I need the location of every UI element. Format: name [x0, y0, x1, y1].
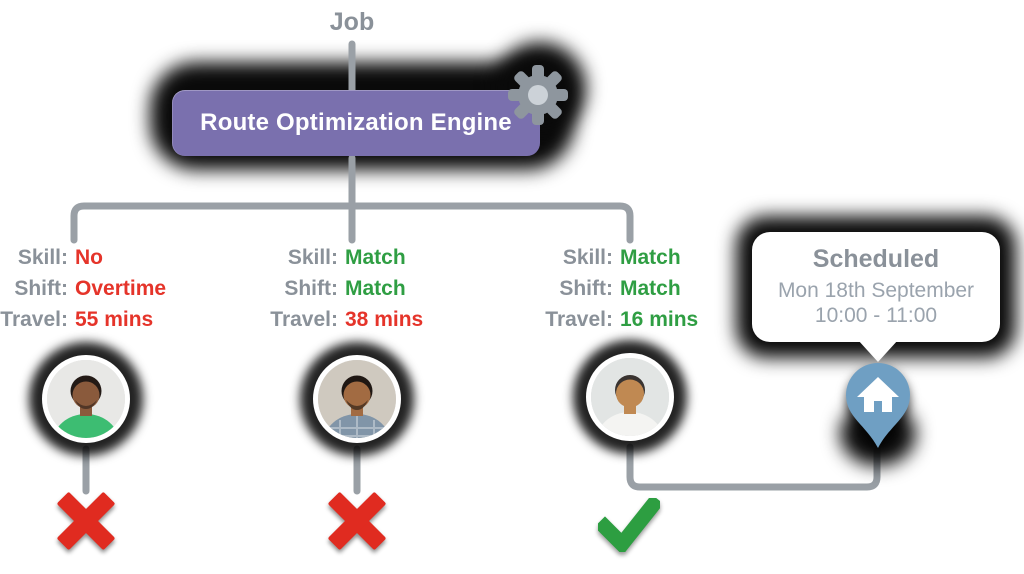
shift-value: Match: [620, 277, 681, 300]
candidate-1-avatar: [42, 355, 130, 443]
skill-value: Match: [345, 246, 406, 269]
scheduled-time: 10:00 - 11:00: [814, 304, 938, 327]
technician-1-photo: [47, 360, 125, 438]
shift-value: Overtime: [75, 277, 167, 300]
shift-label: Shift:: [14, 277, 68, 300]
candidate-2-attributes: Skill: Match Shift: Match Travel: 38 min…: [270, 245, 460, 332]
branch-bar-line: [70, 202, 634, 244]
check-icon: [598, 498, 660, 552]
job-label: Job: [329, 8, 375, 36]
skill-label: Skill:: [17, 246, 68, 269]
candidate-2-shift-row: Shift: Match: [270, 276, 460, 301]
scheduled-card: Scheduled Mon 18th September 10:00 - 11:…: [752, 232, 1000, 342]
candidate-2-avatar: [313, 355, 401, 443]
candidate-1-shift-row: Shift: Overtime: [0, 276, 190, 301]
shift-label: Shift:: [284, 277, 338, 300]
travel-label: Travel:: [545, 308, 613, 331]
candidate-3-shift-row: Shift: Match: [545, 276, 735, 301]
candidate-1-travel-row: Travel: 55 mins: [0, 307, 190, 332]
gear-icon: [508, 65, 568, 125]
scheduled-title: Scheduled: [812, 245, 940, 273]
travel-value: 38 mins: [345, 308, 424, 331]
candidate-3-skill-row: Skill: Match: [545, 245, 735, 270]
home-pin-icon: [846, 363, 910, 448]
skill-value: Match: [620, 246, 681, 269]
scheduled-date: Mon 18th September: [777, 279, 975, 302]
technician-2-photo: [318, 360, 396, 438]
skill-label: Skill:: [562, 246, 613, 269]
scheduled-card-tail: [858, 340, 898, 362]
candidate-3-to-home-line: [626, 443, 881, 491]
technician-3-photo: [591, 358, 669, 436]
candidate-2-skill-row: Skill: Match: [270, 245, 460, 270]
shift-value: Match: [345, 277, 406, 300]
home-icon: [857, 377, 899, 412]
candidate-3-avatar: [586, 353, 674, 441]
candidate-1-skill-row: Skill: No: [0, 245, 190, 270]
skill-label: Skill:: [287, 246, 338, 269]
shift-label: Shift:: [559, 277, 613, 300]
route-optimization-engine-node: Route Optimization Engine: [172, 90, 540, 156]
travel-value: 16 mins: [620, 308, 699, 331]
cross-icon: [327, 491, 387, 551]
candidate-3-attributes: Skill: Match Shift: Match Travel: 16 min…: [545, 245, 735, 332]
travel-label: Travel:: [0, 308, 68, 331]
travel-value: 55 mins: [75, 308, 154, 331]
candidate-1-attributes: Skill: No Shift: Overtime Travel: 55 min…: [0, 245, 190, 332]
travel-label: Travel:: [270, 308, 338, 331]
skill-value: No: [75, 246, 103, 269]
candidate-2-travel-row: Travel: 38 mins: [270, 307, 460, 332]
engine-label: Route Optimization Engine: [200, 109, 512, 136]
candidate-3-travel-row: Travel: 16 mins: [545, 307, 735, 332]
cross-icon: [56, 491, 116, 551]
